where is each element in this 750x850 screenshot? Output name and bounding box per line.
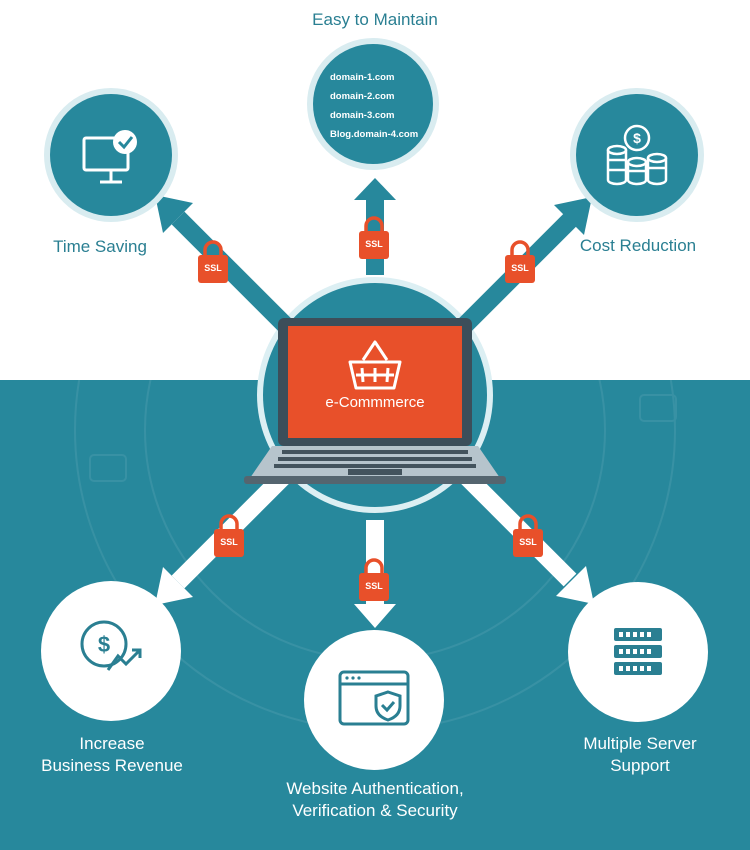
ssl-lock-icon: SSL bbox=[357, 216, 391, 261]
monitor-check-icon bbox=[82, 136, 130, 184]
circle-website-auth bbox=[304, 630, 444, 770]
arrow-to-increase-revenue bbox=[155, 463, 297, 605]
domain-item: Blog.domain-4.com bbox=[330, 129, 419, 140]
dollar-growth-icon bbox=[80, 620, 142, 671]
svg-text:$: $ bbox=[98, 632, 110, 657]
circle-time-saving bbox=[44, 88, 178, 222]
arrow-to-easy-to-maintain bbox=[354, 178, 396, 275]
coins-stack-icon bbox=[606, 124, 668, 186]
ssl-lock-icon: SSL bbox=[212, 514, 246, 559]
browser-shield-icon bbox=[338, 670, 410, 726]
svg-text:$: $ bbox=[633, 130, 641, 146]
laptop-icon bbox=[244, 318, 506, 484]
label-line: Multiple Server bbox=[583, 734, 697, 753]
domain-item: domain-1.com bbox=[330, 72, 395, 83]
circle-increase-revenue: $ bbox=[41, 581, 181, 721]
domain-list: domain-1.com domain-2.com domain-3.com B… bbox=[330, 68, 440, 144]
center-label: e-Commmerce bbox=[325, 394, 425, 411]
domain-item: domain-3.com bbox=[330, 110, 395, 121]
circle-multiple-server bbox=[568, 582, 708, 722]
label-line: Increase bbox=[79, 734, 145, 753]
ssl-lock-label: SSL bbox=[365, 581, 383, 591]
ssl-lock-icon: SSL bbox=[511, 514, 545, 559]
ssl-lock-icon: SSL bbox=[357, 558, 391, 603]
ssl-lock-label: SSL bbox=[220, 537, 238, 547]
ssl-lock-label: SSL bbox=[365, 239, 383, 249]
label-easy-to-maintain: Easy to Maintain bbox=[312, 10, 438, 29]
label-multiple-server: Multiple Server Support bbox=[555, 733, 725, 777]
arrow-to-time-saving bbox=[155, 195, 297, 337]
shopping-basket-icon bbox=[348, 340, 402, 390]
server-rack-icon bbox=[614, 628, 662, 675]
label-line: Support bbox=[610, 756, 670, 775]
label-cost-reduction: Cost Reduction bbox=[579, 236, 697, 255]
label-time-saving: Time Saving bbox=[53, 237, 147, 256]
label-line: Business Revenue bbox=[41, 756, 183, 775]
circle-easy-to-maintain bbox=[307, 38, 439, 170]
ssl-lock-icon: SSL bbox=[503, 240, 537, 285]
circle-cost-reduction: $ bbox=[570, 88, 704, 222]
ssl-lock-label: SSL bbox=[519, 537, 537, 547]
ssl-lock-label: SSL bbox=[511, 263, 529, 273]
arrow-to-multiple-server bbox=[453, 463, 594, 604]
label-line: Verification & Security bbox=[292, 801, 458, 820]
domain-item: domain-2.com bbox=[330, 91, 395, 102]
label-line: Website Authentication, bbox=[286, 779, 464, 798]
ssl-lock-label: SSL bbox=[204, 263, 222, 273]
label-website-auth: Website Authentication, Verification & S… bbox=[250, 778, 500, 822]
label-increase-revenue: Increase Business Revenue bbox=[22, 733, 202, 777]
ssl-lock-icon: SSL bbox=[196, 240, 230, 285]
